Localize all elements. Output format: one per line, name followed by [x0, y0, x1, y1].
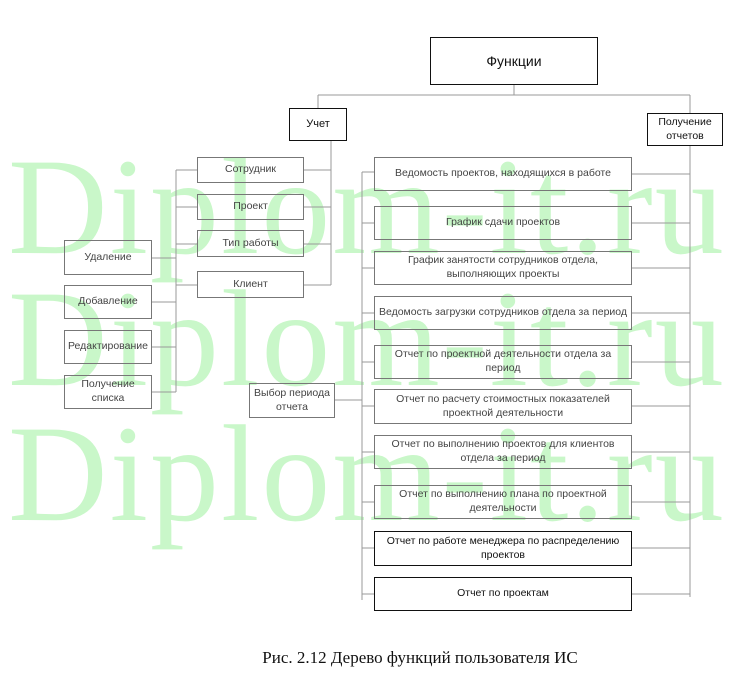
operation-add-box: Добавление: [64, 285, 152, 319]
report-box: График занятости сотрудников отдела, вып…: [374, 251, 632, 285]
report-box: Отчет по работе менеджера по распределен…: [374, 531, 632, 566]
figure-caption: Рис. 2.12 Дерево функций пользователя ИС: [262, 648, 578, 667]
entity-employee-box: Сотрудник: [197, 157, 304, 183]
report-box: Отчет по выполнению плана по проектной д…: [374, 485, 632, 519]
entity-work-type-box: Тип работы: [197, 230, 304, 257]
operation-edit-box: Редактирование: [64, 330, 152, 364]
report-box: Ведомость проектов, находящихся в работе: [374, 157, 632, 191]
report-box: Отчет по проектной деятельности отдела з…: [374, 345, 632, 379]
period-selector-box: Выбор периода отчета: [249, 383, 335, 418]
operation-delete-box: Удаление: [64, 240, 152, 275]
report-box: Отчет по расчету стоимостных показателей…: [374, 389, 632, 424]
root-functions-box: Функции: [430, 37, 598, 85]
report-box: Ведомость загрузки сотрудников отдела за…: [374, 296, 632, 330]
operation-list-box: Получение списка: [64, 375, 152, 409]
reports-box: Получение отчетов: [647, 113, 723, 146]
watermark: Diplom-it.ru: [8, 262, 726, 415]
report-box: Отчет по выполнению проектов для клиенто…: [374, 435, 632, 469]
accounting-box: Учет: [289, 108, 347, 141]
entity-client-box: Клиент: [197, 271, 304, 298]
watermark: Diplom-it.ru: [8, 397, 726, 550]
report-box: График сдачи проектов: [374, 206, 632, 240]
entity-project-box: Проект: [197, 194, 304, 220]
report-box: Отчет по проектам: [374, 577, 632, 611]
